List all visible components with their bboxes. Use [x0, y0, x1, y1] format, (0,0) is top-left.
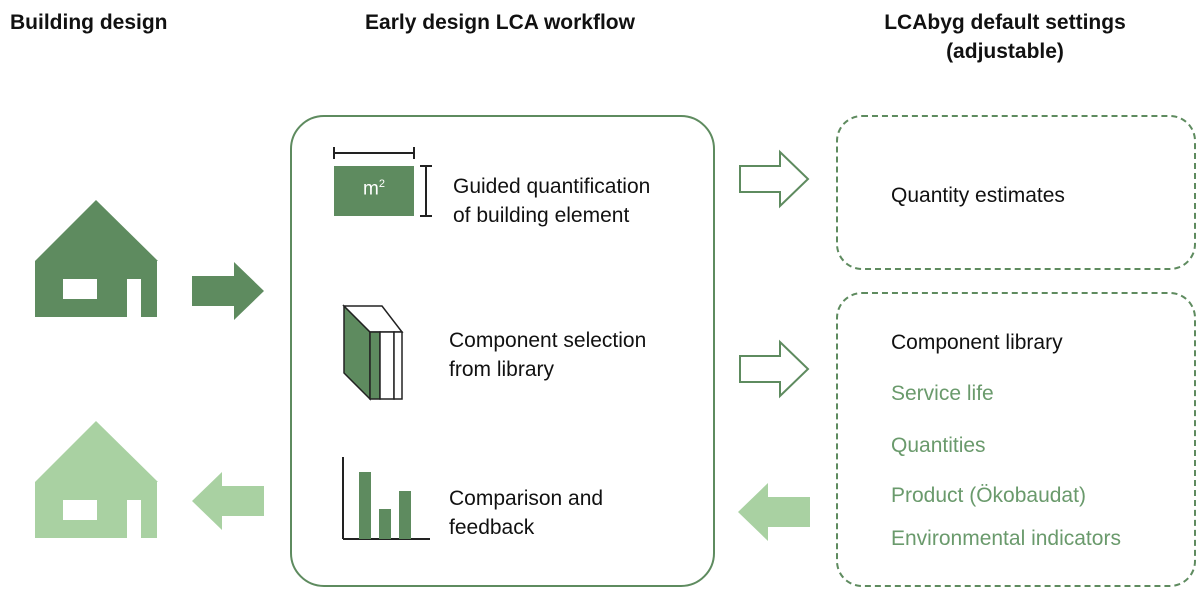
step-selection-line2: from library — [449, 358, 555, 381]
heading-workflow: Early design LCA workflow — [365, 11, 635, 34]
product-label: Product (Ökobaudat) — [891, 484, 1086, 507]
step-comparison-line1: Comparison and — [449, 487, 604, 510]
outline-arrow-icon-middle — [739, 339, 810, 399]
step-selection-text: Component selection from library — [449, 326, 646, 384]
step-quantification-line2: of building element — [453, 204, 630, 227]
quantity-estimates-box — [836, 115, 1196, 270]
area-unit-label: m2 — [334, 178, 414, 200]
heading-default-settings-line1: LCAbyg default settings — [884, 11, 1126, 34]
step-comparison-line2: feedback — [449, 516, 535, 539]
step-quantification-line1: Guided quantification — [453, 175, 651, 198]
arrow-right-icon — [192, 262, 264, 320]
quantities-label: Quantities — [891, 434, 986, 457]
step-quantification-text: Guided quantification of building elemen… — [453, 172, 650, 230]
arrow-left-icon-light-right — [738, 483, 810, 541]
area-unit: m — [363, 178, 379, 200]
area-exponent: 2 — [378, 178, 385, 190]
component-layers-icon — [342, 304, 404, 401]
bar-chart-icon — [342, 457, 430, 540]
component-library-box — [836, 292, 1196, 587]
workflow-box — [290, 115, 715, 587]
heading-default-settings: LCAbyg default settings (adjustable) — [820, 8, 1190, 66]
service-life-label: Service life — [891, 382, 994, 405]
house-icon-dark — [35, 200, 158, 317]
heading-building-design: Building design — [10, 11, 168, 34]
quantity-estimates-label: Quantity estimates — [891, 184, 1065, 207]
step-comparison-text: Comparison and feedback — [449, 484, 603, 542]
component-library-label: Component library — [891, 331, 1063, 354]
environmental-indicators-label: Environmental indicators — [891, 527, 1121, 550]
area-measure-icon — [333, 147, 432, 217]
heading-default-settings-line2: (adjustable) — [946, 40, 1064, 63]
outline-arrow-icon-top — [739, 149, 810, 209]
step-selection-line1: Component selection — [449, 329, 647, 352]
house-icon-light — [35, 421, 158, 538]
arrow-left-icon-light — [192, 472, 264, 530]
